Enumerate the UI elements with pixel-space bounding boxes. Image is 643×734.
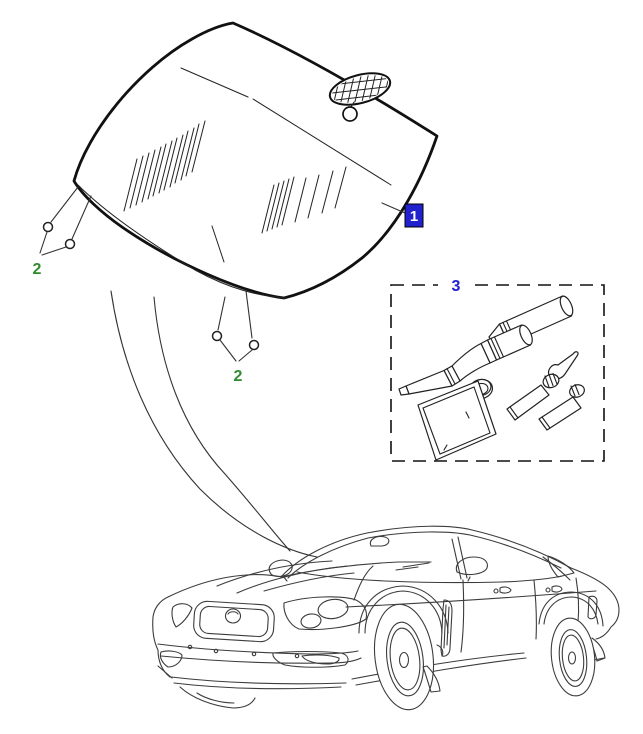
near-side-mirror <box>455 556 488 576</box>
kit-boundary-box <box>390 284 605 462</box>
callout-1-box[interactable] <box>404 203 424 228</box>
primer-tube-b <box>538 383 585 431</box>
callout-2-lower-label[interactable]: 2 <box>234 368 243 385</box>
clip-fastener <box>248 339 260 351</box>
rear-wheel-arch <box>538 591 604 627</box>
front-wheel-hub <box>398 651 410 669</box>
glass-hatching-right <box>261 166 347 234</box>
door-handle-rear <box>551 585 563 593</box>
left-headlight <box>171 603 193 628</box>
front-wheel-tire <box>373 603 435 711</box>
install-leader-curves <box>110 290 318 558</box>
door-handle-front <box>499 586 512 594</box>
sachet-packet <box>417 380 497 461</box>
glass-crease-line <box>180 67 392 186</box>
adhesive-kit: 3 <box>390 276 605 462</box>
callout-windscreen: 1 <box>381 202 424 228</box>
callout-1-label[interactable]: 1 <box>410 208 418 225</box>
callout-3-label[interactable]: 3 <box>452 278 461 295</box>
spout-nozzle <box>542 351 579 389</box>
glass-edge-thickness-line <box>77 184 287 299</box>
far-side-mirror <box>268 559 293 577</box>
glass-hatching-left <box>123 120 206 212</box>
far-front-tire <box>179 686 256 709</box>
callout-2-upper-label[interactable]: 2 <box>33 261 42 278</box>
quarter-window <box>547 555 575 578</box>
mixer-nozzle-cone <box>405 369 453 395</box>
car-illustration <box>152 525 620 711</box>
lower-intake <box>272 650 349 668</box>
rear-wheel-rim <box>558 629 588 687</box>
fender-vent <box>436 599 453 657</box>
clip-fastener <box>211 330 223 342</box>
windscreen-glass <box>72 21 439 300</box>
wipers <box>395 562 430 571</box>
clip-fastener <box>64 238 76 250</box>
clip-fastener <box>42 221 54 233</box>
clips-lower: 2 <box>211 290 260 385</box>
sensor-hole <box>342 106 358 122</box>
grille-badge <box>224 608 242 624</box>
front-grille <box>193 600 275 643</box>
primer-tube-a <box>506 384 550 421</box>
callout-3-backing <box>438 276 474 293</box>
rear-wheel-hub <box>567 651 577 665</box>
interior-mirror <box>369 535 390 547</box>
pad-stem <box>350 101 355 108</box>
headlight <box>283 596 368 631</box>
glass-hatch-single <box>211 225 225 263</box>
adhesive-cartridge-front <box>398 324 533 396</box>
clips-upper: 2 <box>33 186 92 278</box>
mud-flap <box>422 665 441 693</box>
front-wheel-rim <box>386 621 424 697</box>
b-pillar <box>451 536 468 580</box>
mirror-pad <box>328 71 392 122</box>
